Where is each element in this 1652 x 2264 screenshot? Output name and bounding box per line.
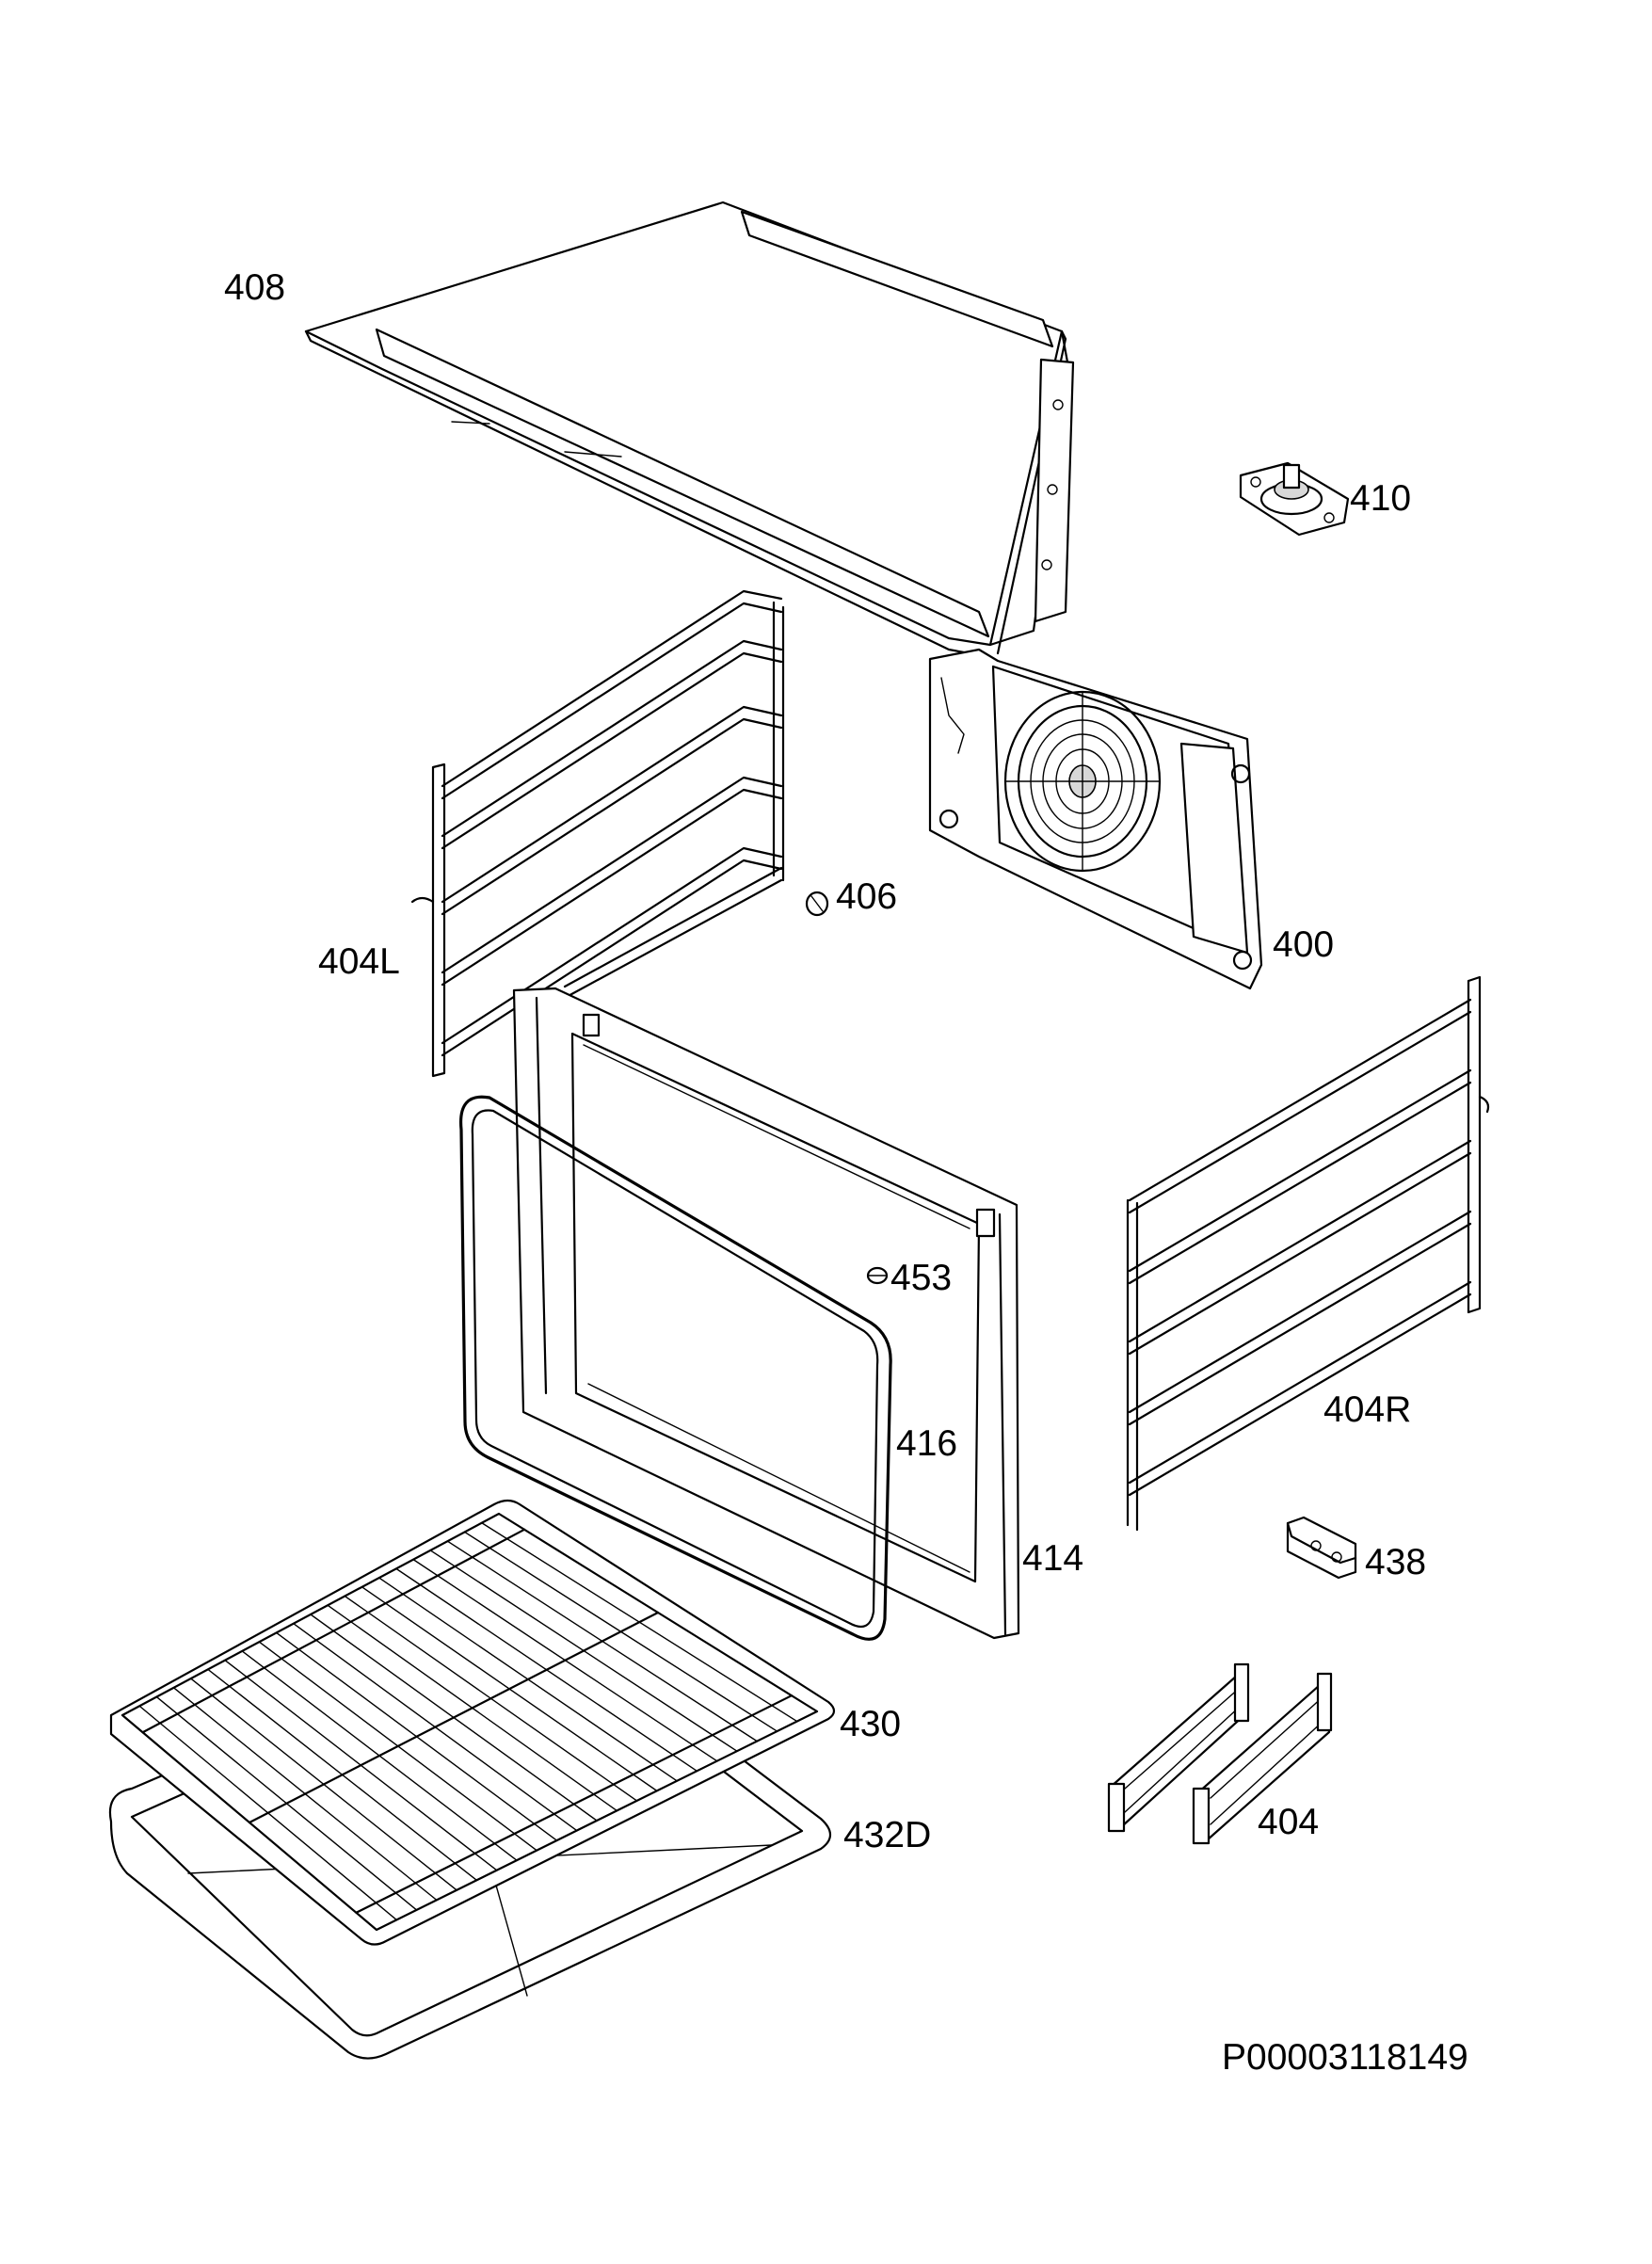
label-414: 414 (1022, 1538, 1084, 1579)
rack-crossbar (248, 1611, 660, 1824)
part-408-cover-plate (304, 201, 1075, 659)
rack-crossbar (141, 1528, 526, 1734)
part-438-bracket (1286, 1516, 1357, 1580)
part-416-door-seal (458, 1095, 892, 1641)
label-430: 430 (840, 1704, 902, 1744)
part-453-screw (866, 1266, 889, 1285)
part-400-fan-cover (928, 648, 1263, 990)
rack-crossbar (355, 1694, 794, 1914)
label-406: 406 (836, 876, 898, 917)
label-453: 453 (890, 1258, 953, 1298)
part-430-wire-rack (109, 1499, 836, 1946)
part-404L-left-runner (410, 589, 785, 1078)
label-432D: 432D (843, 1815, 932, 1855)
label-404: 404 (1258, 1802, 1320, 1842)
document-id: P00003118149 (1222, 2037, 1468, 2078)
label-416: 416 (896, 1423, 958, 1464)
label-404R: 404R (1323, 1389, 1412, 1430)
part-414-door-frame (512, 987, 1020, 1640)
label-404L: 404L (318, 941, 400, 982)
label-438: 438 (1365, 1542, 1427, 1582)
part-404R-right-runner (1126, 975, 1490, 1532)
label-410: 410 (1350, 478, 1412, 519)
part-406-clip (805, 891, 829, 917)
label-408: 408 (224, 267, 286, 308)
label-400: 400 (1273, 924, 1335, 965)
part-410-fan-motor (1239, 461, 1350, 537)
part-404-slide-rails (1107, 1662, 1333, 1845)
